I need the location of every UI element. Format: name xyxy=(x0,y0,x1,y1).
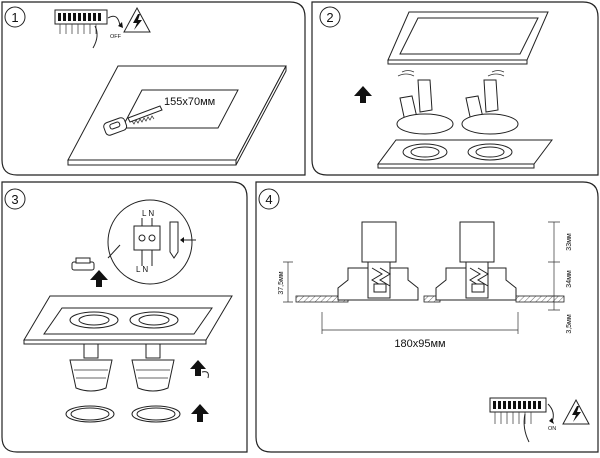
step-2-badge xyxy=(319,6,341,28)
arrow-up-rotate-icon xyxy=(190,360,209,379)
off-label: OFF xyxy=(110,34,122,40)
step-1-badge xyxy=(4,6,26,28)
dim-height: 37,5мм xyxy=(278,271,285,294)
connector-detail: L N L N xyxy=(107,199,196,285)
step-4-badge xyxy=(258,188,280,210)
dim-top: 33мм xyxy=(566,233,573,251)
terminal-labels-top: L N xyxy=(142,209,154,218)
step-2-panel: 2 xyxy=(311,1,599,176)
outer-frame xyxy=(387,11,549,65)
switch-arc-icon xyxy=(107,15,121,27)
step-3-panel: 3 L N L N xyxy=(1,181,248,453)
ceiling-board xyxy=(67,65,287,166)
dim-width: 180x95мм xyxy=(394,338,445,350)
saw-icon xyxy=(103,105,163,136)
inner-frame xyxy=(377,139,553,169)
decorative-ring-left xyxy=(65,405,115,423)
height-dimension-line xyxy=(283,261,293,303)
fixture-right xyxy=(435,221,517,301)
dim-mid: 34мм xyxy=(566,270,573,288)
high-voltage-icon xyxy=(562,398,590,425)
decorative-ring-right xyxy=(131,405,181,423)
terminal-labels-bottom: L N xyxy=(136,265,148,274)
step-1-panel: 1 OFF 155x70м xyxy=(1,1,306,176)
width-dimension-line xyxy=(321,312,519,334)
on-label: ON xyxy=(548,426,556,432)
step-3-number: 3 xyxy=(11,192,18,207)
plug-icon xyxy=(71,257,95,271)
ceiling-with-frame xyxy=(23,295,233,345)
high-voltage-icon xyxy=(123,6,151,33)
ceiling-section xyxy=(295,295,565,303)
terminal-block-icon xyxy=(489,397,547,443)
step-3-badge xyxy=(4,188,26,210)
fixture-left xyxy=(337,221,419,301)
gu10-lamp-left xyxy=(69,343,113,392)
step-1-number: 1 xyxy=(11,10,18,25)
gu10-lamp-right xyxy=(131,343,175,392)
step-2-number: 2 xyxy=(326,10,333,25)
step-4-number: 4 xyxy=(265,192,272,207)
vertical-dimensions xyxy=(548,221,560,311)
cutout-dimension: 155x70мм xyxy=(164,96,215,108)
arrow-up-icon xyxy=(90,270,108,287)
arrow-up-icon xyxy=(354,86,372,103)
step-4-panel: 4 33мм 34мм 3,5мм xyxy=(255,181,599,453)
arrow-up-icon xyxy=(191,404,209,422)
dim-bottom: 3,5мм xyxy=(566,314,573,334)
terminal-block-icon xyxy=(54,9,108,49)
